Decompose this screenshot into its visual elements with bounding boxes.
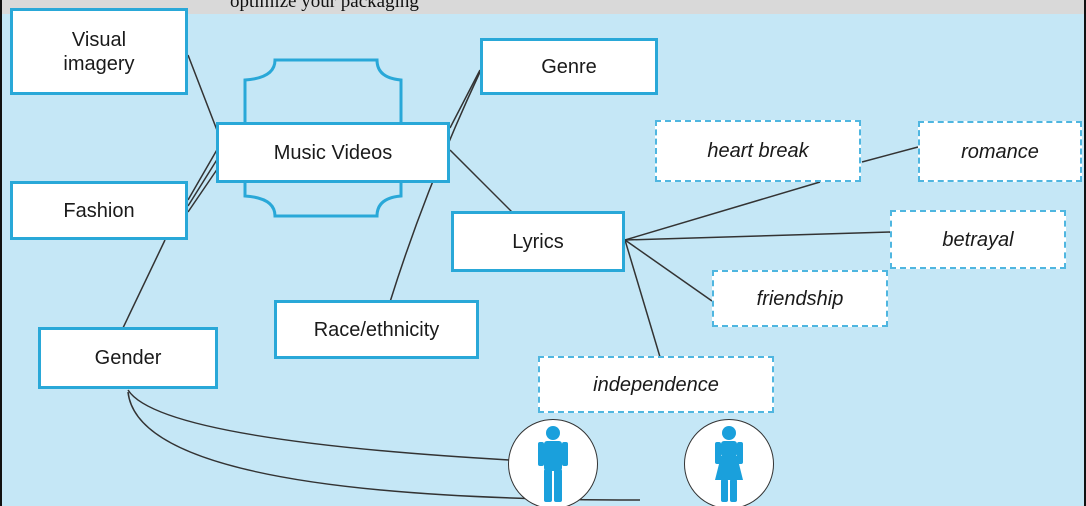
lyrics-node: Lyrics (451, 211, 625, 272)
music-videos-label: Music Videos (273, 141, 393, 164)
link-gender-male (127, 389, 511, 461)
link-music-videos-genre (449, 69, 481, 129)
heart-break-label: heart break (707, 140, 809, 162)
link-fashion-music-videos-1 (187, 147, 219, 201)
header-caption: optimize your packaging (230, 0, 419, 12)
visual-imagery-node: Visual imagery (10, 8, 188, 95)
header-strip: optimize your packaging (0, 0, 1086, 14)
race-ethnicity-label: Race/ethnicity (313, 318, 440, 341)
race-ethnicity-node: Race/ethnicity (274, 300, 479, 359)
link-lyrics-betrayal (624, 231, 891, 241)
female-person-icon (715, 426, 743, 502)
betrayal-node: betrayal (890, 210, 1066, 269)
friendship-node: friendship (712, 270, 888, 327)
link-music-videos-lyrics (449, 149, 516, 216)
link-lyrics-friendship (624, 239, 713, 302)
link-visual-imagery-music-videos (187, 54, 221, 139)
link-gender-female (127, 391, 641, 501)
independence-node: independence (538, 356, 774, 413)
link-gender-fashion (121, 239, 166, 331)
link-fashion-music-videos-3 (187, 167, 219, 213)
friendship-label: friendship (756, 287, 844, 310)
music-videos-node: Music Videos (216, 122, 450, 183)
genre-label: Genre (541, 55, 597, 78)
genre-node: Genre (480, 38, 658, 95)
lyrics-label: Lyrics (512, 230, 564, 253)
heart-break-node: heart break (655, 120, 861, 182)
gender-label: Gender (94, 347, 162, 369)
romance-label: romance (961, 140, 1039, 163)
independence-label: independence (593, 373, 719, 396)
male-person-circle (508, 419, 598, 506)
romance-node: romance (918, 121, 1082, 182)
link-heart-break-romance (861, 146, 919, 163)
link-lyrics-independence (624, 239, 661, 358)
link-genre-race-ethnicity (389, 71, 481, 303)
gender-node: Gender (38, 327, 218, 389)
scalloped-frame (243, 58, 403, 218)
link-lyrics-heart-break (624, 181, 821, 241)
male-person-icon (538, 426, 568, 502)
female-person-circle (684, 419, 774, 506)
fashion-node: Fashion (10, 181, 188, 240)
visual-imagery-label: Visual imagery (63, 28, 135, 75)
fashion-label: Fashion (63, 199, 135, 222)
link-fashion-music-videos-2 (187, 157, 219, 207)
betrayal-label: betrayal (942, 228, 1014, 251)
